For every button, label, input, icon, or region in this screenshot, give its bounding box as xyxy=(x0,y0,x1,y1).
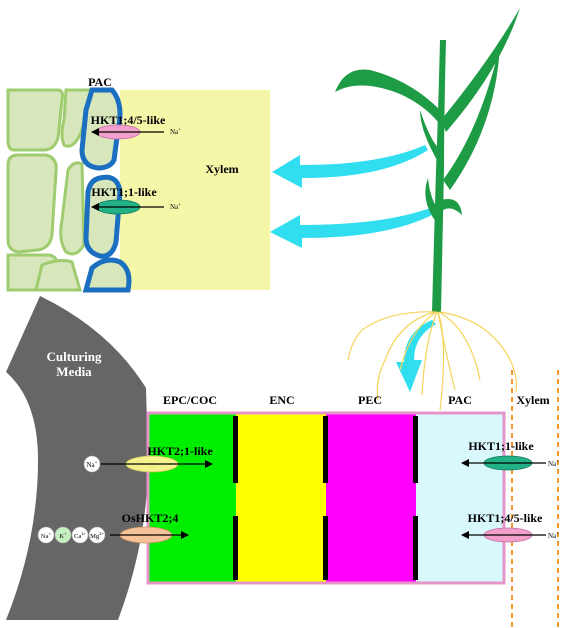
flow-arrows xyxy=(270,145,441,392)
top-transporter-2-label: HKT1;1-like xyxy=(91,185,157,199)
layer-label-pac: PAC xyxy=(448,393,472,407)
cortex-cells xyxy=(6,88,96,292)
hkt21-label: HKT2;1-like xyxy=(147,444,213,458)
culturing-media-arc xyxy=(6,296,148,620)
top-transporter-1-label: HKT1;4/5-like xyxy=(91,113,166,127)
casparian-barriers xyxy=(233,416,418,580)
layer-pac xyxy=(416,413,504,583)
plant-illustration xyxy=(335,8,520,411)
cation-na: Na+ xyxy=(41,531,52,540)
layer-enc xyxy=(236,413,326,583)
layer-label-epc: EPC/COC xyxy=(163,393,217,407)
cation-ca: Ca2+ xyxy=(74,531,86,540)
cation-mg: Mg2+ xyxy=(90,531,104,540)
layer-label-enc: ENC xyxy=(269,393,294,407)
top-ion-1: Na+ xyxy=(170,128,181,136)
cation-bubbles xyxy=(37,526,106,544)
na-left-text: Na+ xyxy=(87,461,98,469)
top-ion-2: Na+ xyxy=(170,203,181,211)
top-pac-label: PAC xyxy=(88,75,112,89)
hkt145-right-label: HKT1;4/5-like xyxy=(468,511,543,525)
media-label-line1: Culturing xyxy=(47,349,102,364)
hkt11-right-label: HKT1;1-like xyxy=(468,439,534,453)
bottom-panel: Culturing Media EPC/COC ENC PEC PAC Xyle… xyxy=(6,296,559,628)
layer-label-xylem: Xylem xyxy=(516,393,549,407)
media-label-line2: Media xyxy=(56,364,92,379)
na-right-2: Na+ xyxy=(548,532,559,540)
top-xylem-label: Xylem xyxy=(205,162,238,176)
cation-k: K+ xyxy=(59,531,67,540)
na-left-bubble xyxy=(83,455,101,473)
layer-epc xyxy=(148,413,236,583)
top-panel: PAC Xylem HKT1;4/5-like Na+ HKT1;1-like … xyxy=(6,75,270,293)
layer-pec xyxy=(326,413,416,583)
layer-label-pec: PEC xyxy=(358,393,382,407)
layers-border xyxy=(146,411,506,585)
top-xylem-area xyxy=(120,90,270,290)
oshkt24-label: OsHKT2;4 xyxy=(122,511,179,525)
na-right-1: Na+ xyxy=(548,460,559,468)
